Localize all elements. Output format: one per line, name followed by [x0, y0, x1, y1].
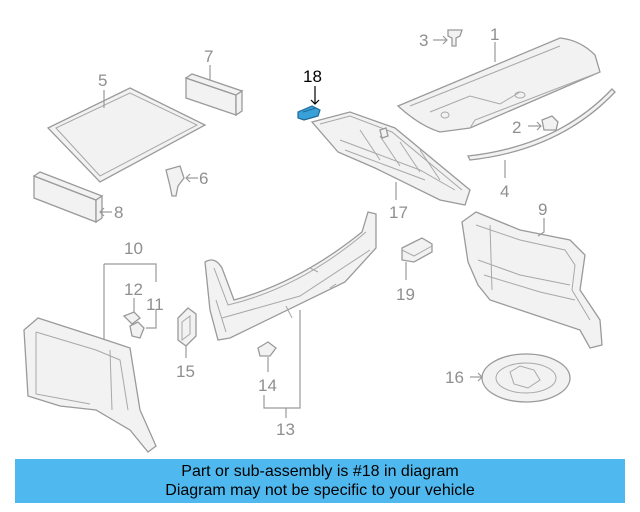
part-7-panel: [184, 73, 244, 117]
callout-14: 14: [258, 376, 277, 395]
callout-1: 1: [490, 25, 499, 44]
part-17-trim-panel: [310, 111, 471, 206]
callout-9: 9: [538, 200, 547, 219]
callout-5: 5: [98, 71, 107, 90]
part-16-tire-cover: [481, 353, 571, 403]
info-banner: Part or sub-assembly is #18 in diagram D…: [15, 459, 625, 503]
callout-17: 17: [389, 203, 408, 222]
callout-10: 10: [124, 239, 143, 258]
callout-19: 19: [396, 285, 415, 304]
callout-16: 16: [445, 368, 464, 387]
part-12-clip: [122, 311, 141, 325]
part-6-clip: [165, 165, 185, 197]
part-11-clip: [129, 321, 145, 339]
callout-4: 4: [500, 182, 509, 201]
banner-line-1: Part or sub-assembly is #18 in diagram: [181, 463, 459, 480]
part-2-clip: [541, 115, 559, 131]
callout-13: 13: [276, 420, 295, 439]
part-3-clip: [447, 29, 463, 47]
part-18-highlighted: [297, 105, 321, 121]
part-9-side-trim: [461, 211, 603, 349]
callout-3: 3: [419, 31, 428, 50]
callout-15: 15: [176, 362, 195, 381]
parts-diagram: 1 3 2 4 5 7 6 8: [23, 25, 616, 453]
callout-8: 8: [114, 203, 123, 222]
part-15-handle: [177, 307, 197, 347]
callout-7: 7: [204, 47, 213, 66]
callout-2: 2: [512, 118, 521, 137]
callout-6: 6: [199, 169, 208, 188]
callout-11: 11: [146, 295, 164, 314]
callout-12: 12: [124, 280, 143, 299]
part-10-side-panel: [23, 317, 157, 453]
part-1-package-shelf: [396, 37, 601, 133]
part-5-floor-mat: [46, 87, 207, 183]
callout-18: 18: [303, 67, 322, 86]
part-8-bar: [32, 171, 104, 224]
part-19-bracket: [401, 237, 433, 263]
banner-line-2: Diagram may not be specific to your vehi…: [165, 482, 475, 499]
part-4-weatherstrip: [467, 88, 616, 161]
part-13-back-panel: [204, 211, 377, 341]
part-14-clip: [257, 341, 277, 357]
